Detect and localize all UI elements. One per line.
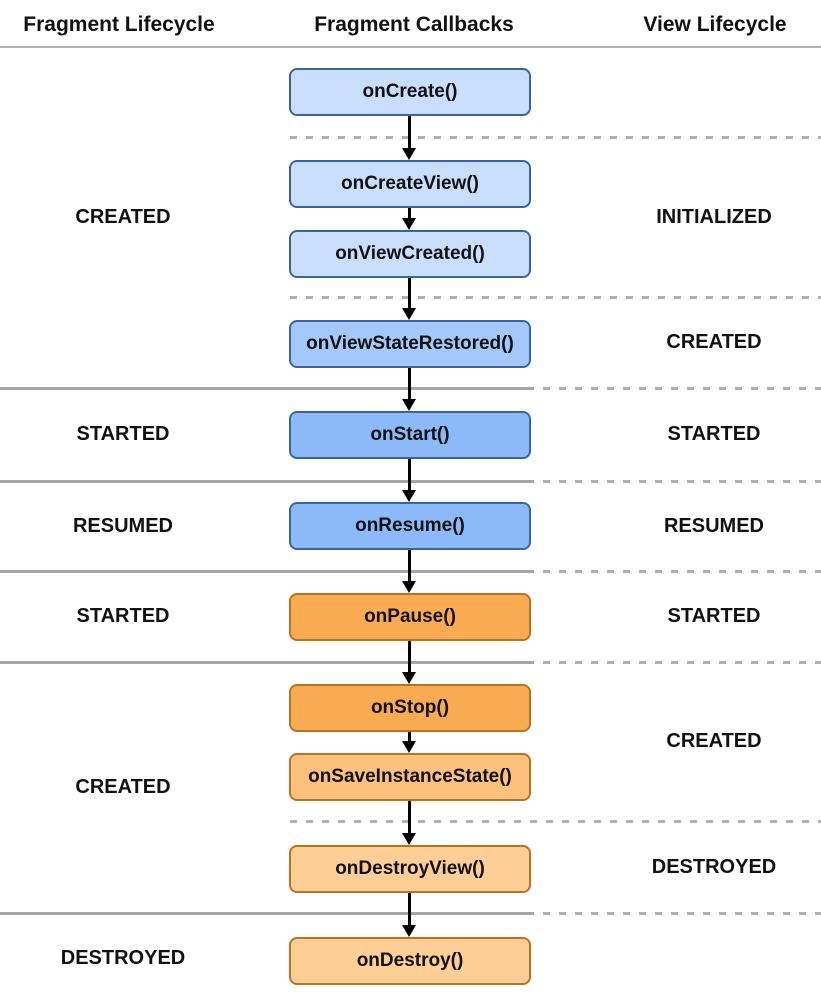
- fragment-state-resumed: RESUMED: [72, 515, 173, 537]
- section-divider-dashed: [543, 661, 821, 664]
- fragment-state-destroyed: DESTROYED: [60, 947, 186, 969]
- flow-arrow: [402, 893, 417, 937]
- callback-box-oncreate: onCreate(): [289, 68, 531, 116]
- fragment-state-created-2: CREATED: [75, 776, 171, 798]
- flow-arrow: [402, 459, 417, 502]
- section-divider-dashed: [543, 387, 821, 390]
- fragment-state-created: CREATED: [75, 206, 171, 228]
- flow-arrow: [402, 278, 417, 320]
- callback-box-oncreateview: onCreateView(): [289, 160, 531, 208]
- callback-box-onstart: onStart(): [289, 411, 531, 459]
- flow-arrow: [402, 208, 417, 230]
- flow-arrow: [402, 641, 417, 684]
- column-header-fragment-callbacks: Fragment Callbacks: [314, 13, 514, 36]
- view-state-created: CREATED: [666, 331, 762, 353]
- fragment-state-started-2: STARTED: [76, 605, 170, 627]
- section-divider-solid: [0, 480, 534, 483]
- section-divider-dashed: [543, 480, 821, 483]
- section-divider-solid: [0, 570, 534, 573]
- column-header-view-lifecycle: View Lifecycle: [643, 13, 787, 36]
- callback-box-ondestroyview: onDestroyView(): [289, 845, 531, 893]
- callback-box-onresume: onResume(): [289, 502, 531, 550]
- view-state-resumed: RESUMED: [663, 515, 764, 537]
- flow-arrow: [402, 550, 417, 593]
- section-divider-dashed: [290, 136, 821, 139]
- column-header-fragment-lifecycle: Fragment Lifecycle: [23, 13, 215, 36]
- callback-box-onviewcreated: onViewCreated(): [289, 230, 531, 278]
- header-divider: [0, 46, 821, 48]
- flow-arrow: [402, 801, 417, 845]
- section-divider-dashed: [543, 912, 821, 915]
- callback-box-ondestroy: onDestroy(): [289, 937, 531, 985]
- section-divider-dashed: [290, 296, 821, 299]
- flow-arrow: [402, 116, 417, 160]
- section-divider-dashed: [290, 820, 821, 823]
- callback-box-onpause: onPause(): [289, 593, 531, 641]
- section-divider-solid: [0, 387, 534, 390]
- flow-arrow: [402, 732, 417, 753]
- section-divider-solid: [0, 661, 534, 664]
- callback-box-onstop: onStop(): [289, 684, 531, 732]
- view-state-created-2: CREATED: [666, 730, 762, 752]
- view-state-destroyed: DESTROYED: [651, 856, 777, 878]
- view-state-started: STARTED: [667, 423, 761, 445]
- callback-box-onviewstaterestored: onViewStateRestored(): [289, 320, 531, 368]
- view-state-started-2: STARTED: [667, 605, 761, 627]
- view-state-initialized: INITIALIZED: [656, 206, 772, 228]
- flow-arrow: [402, 368, 417, 411]
- fragment-state-started: STARTED: [76, 423, 170, 445]
- callback-box-onsaveinstancestate: onSaveInstanceState(): [289, 753, 531, 801]
- section-divider-solid: [0, 912, 534, 915]
- section-divider-dashed: [543, 570, 821, 573]
